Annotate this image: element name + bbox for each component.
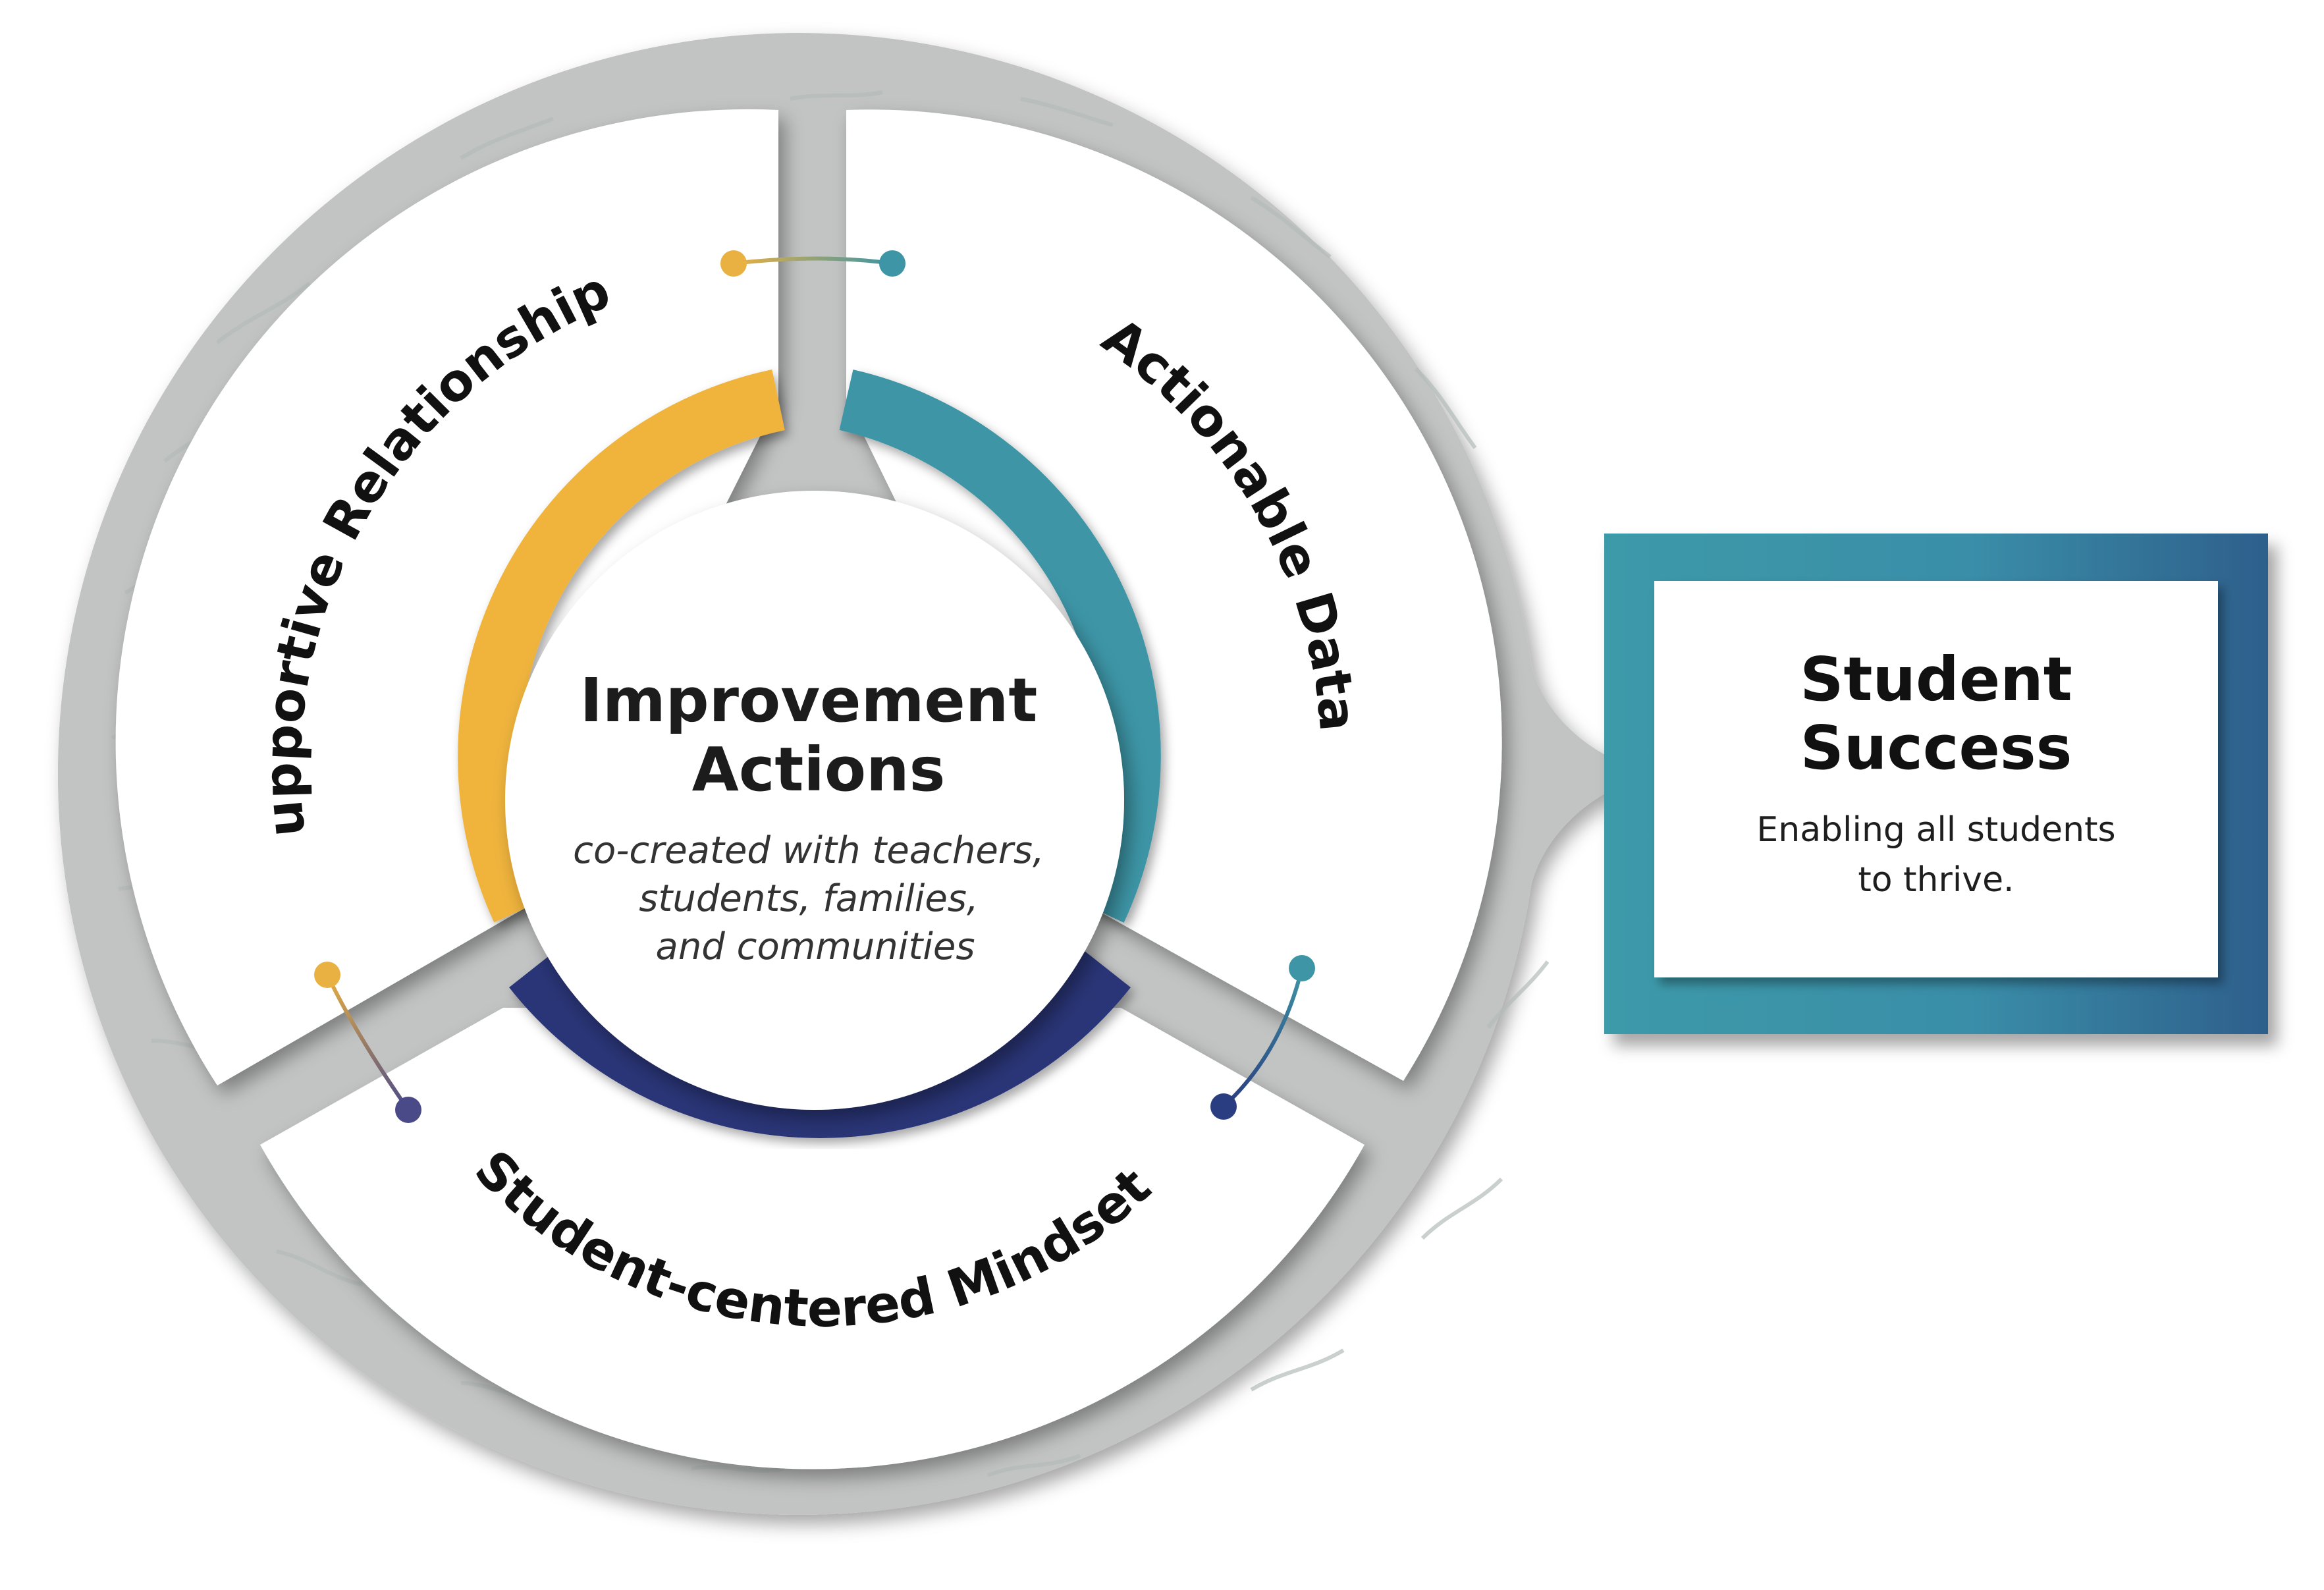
student-success-box: Student Success Enabling all students to…	[1604, 534, 2268, 1034]
student-success-title-line2: Success	[1800, 713, 2072, 783]
student-success-subtitle-line2: to thrive.	[1858, 860, 2014, 900]
student-success-subtitle-line1: Enabling all students	[1756, 810, 2116, 850]
connector-left	[314, 962, 421, 1123]
connector-right	[1210, 955, 1315, 1120]
ring-arc-teal	[839, 370, 1161, 923]
student-success-card: Student Success Enabling all students to…	[1654, 581, 2218, 977]
center-circle	[505, 491, 1124, 1110]
center-subtitle-line2: students, families,	[639, 877, 979, 920]
segment-actionable-data	[846, 109, 1502, 1082]
student-success-title: Student Success	[1654, 645, 2218, 782]
center-title-line2: Actions	[692, 734, 946, 805]
center-subtitle-line3: and communities	[656, 925, 975, 968]
student-success-subtitle: Enabling all students to thrive.	[1654, 805, 2218, 905]
segment-student-centered-mindset	[260, 1008, 1365, 1469]
student-success-title-line1: Student	[1800, 644, 2072, 715]
segment-supportive-relationships	[115, 109, 778, 1086]
center-subtitle-line1: co-created with teachers,	[573, 829, 1044, 872]
center-title-line1: Improvement	[580, 665, 1038, 736]
connector-top	[720, 250, 905, 277]
ring-arc-gold	[458, 370, 785, 923]
